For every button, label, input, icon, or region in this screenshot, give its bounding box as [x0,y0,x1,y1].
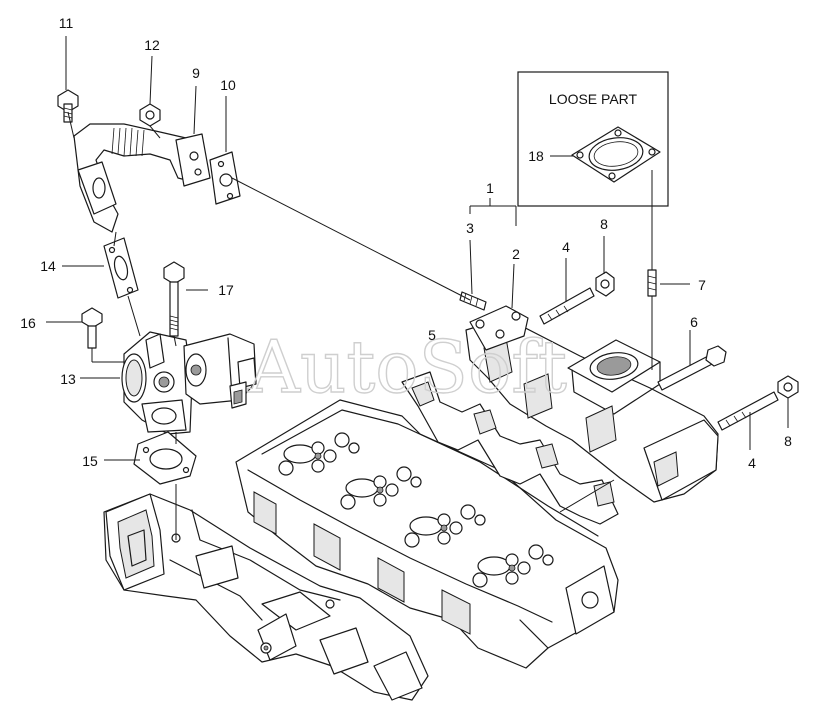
stud-7 [647,269,657,297]
watermark-text: AutoSoft [247,325,567,409]
callout-2: 2 [512,246,520,262]
nut-8-lower [777,375,799,399]
nut-12 [139,103,161,127]
bolt-11 [57,89,79,123]
callout-10: 10 [220,77,236,93]
callout-1: 1 [486,180,494,196]
bolt-16 [81,307,103,349]
callout-12: 12 [144,37,160,53]
callout-15: 15 [82,453,98,469]
valve-cluster-1 [278,432,360,476]
callout-4-lower: 4 [748,455,756,471]
callout-16: 16 [20,315,36,331]
stud-3 [459,291,487,311]
loose-part-title: LOOSE PART [549,91,638,107]
callout-11: 11 [59,15,74,31]
callout-8-upper: 8 [600,216,608,232]
callout-18: 18 [528,148,544,164]
callout-9: 9 [192,65,200,81]
bolt-4-lower [717,391,779,431]
callout-4-upper: 4 [562,239,570,255]
gasket-10 [209,151,241,205]
gasket-18-icon [571,126,661,183]
gasket-15 [133,431,197,485]
callout-labels: 11 12 9 10 14 17 16 13 15 1 3 2 4 8 7 5 … [20,15,792,471]
egr-valve [121,331,257,435]
bolt-17 [163,261,185,337]
exhaust-gasket [401,371,619,525]
nut-8-upper [595,271,615,297]
callout-14: 14 [40,258,56,274]
callout-13: 13 [60,371,76,387]
callout-17: 17 [218,282,234,298]
valve-cluster-4 [472,544,554,588]
valve-cluster-3 [404,504,486,548]
exhaust-manifold [465,305,719,503]
callout-3: 3 [466,220,474,236]
callout-7: 7 [698,277,706,293]
loose-part-box: LOOSE PART [517,71,669,207]
gasket-14 [103,237,139,299]
callout-leaders [46,36,789,461]
cylinder-head [235,399,619,669]
callout-6: 6 [690,314,698,330]
bolt-6 [657,345,727,391]
callout-8-lower: 8 [784,433,792,449]
valve-cluster-2 [340,466,422,510]
callout-5: 5 [428,327,436,343]
bolt-4-upper [539,287,595,325]
egr-pipe [73,123,211,233]
assembly-lines [67,111,653,540]
